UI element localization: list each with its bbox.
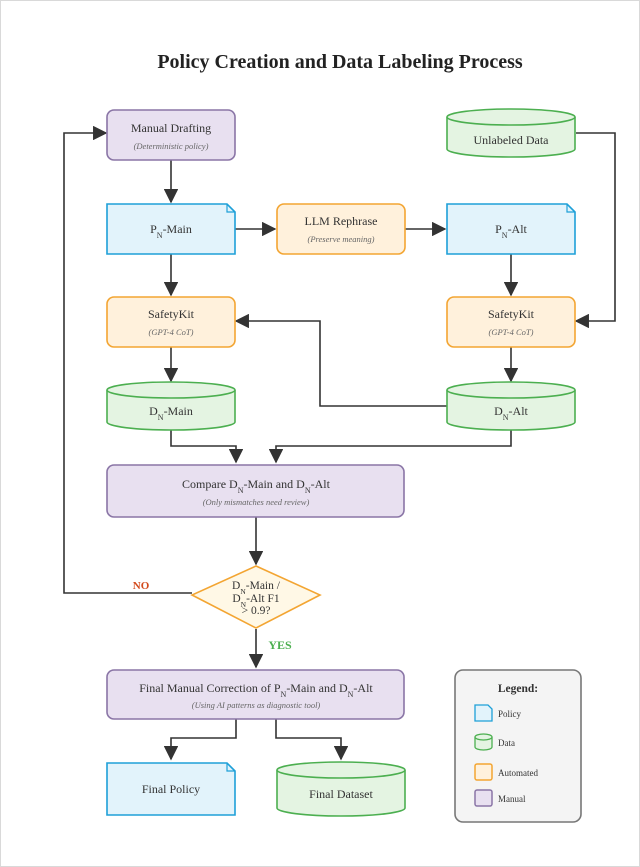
legend-data-label: Data [498, 738, 515, 748]
pn-alt-label: PN-Alt [495, 222, 527, 240]
unlabeled-data-node: Unlabeled Data [446, 108, 576, 158]
dn-main-node: DN-Main [106, 381, 236, 431]
manual-drafting-sub: (Deterministic policy) [134, 141, 209, 151]
policy-icon [474, 704, 493, 722]
legend-item-automated: Automated [474, 763, 538, 781]
manual-drafting-node: Manual Drafting (Deterministic policy) [106, 109, 236, 161]
llm-rephrase-sub: (Preserve meaning) [308, 234, 375, 244]
edge-unlabeled-to-safetykit-right [574, 132, 616, 329]
final-correction-sub: (Using AI patterns as diagnostic tool) [192, 700, 321, 710]
final-correction-node: Final Manual Correction of PN-Main and D… [106, 669, 405, 720]
pn-alt-node: PN-Alt [446, 203, 576, 255]
final-dataset-label: Final Dataset [309, 787, 373, 801]
safetykit-right-node: SafetyKit (GPT-4 CoT) [446, 296, 576, 348]
final-dataset-node: Final Dataset [276, 761, 406, 817]
manual-drafting-label: Manual Drafting [131, 121, 211, 135]
safetykit-left-label: SafetyKit [148, 307, 195, 321]
legend-item-policy: Policy [474, 704, 522, 722]
edge-correction-to-policy [163, 719, 237, 761]
legend-title: Legend: [498, 683, 538, 695]
compare-sub: (Only mismatches need review) [203, 497, 310, 507]
legend-item-data: Data [474, 733, 515, 751]
legend-item-manual: Manual [474, 789, 526, 807]
decision-line1: DN-Main / [232, 580, 281, 596]
llm-rephrase-label: LLM Rephrase [305, 214, 378, 228]
edge-no-loop [63, 125, 192, 594]
decision-node: DN-Main / DN-Alt F1 > 0.9? [190, 565, 322, 629]
edges [63, 125, 616, 761]
decision-line3: > 0.9? [242, 605, 271, 617]
legend: Legend: Policy Data Automated Manual [454, 669, 582, 823]
pn-main-label: PN-Main [150, 222, 192, 240]
edge-dnalt-to-compare [268, 430, 512, 464]
dn-alt-node: DN-Alt [446, 381, 576, 431]
decision-line2: DN-Alt F1 [232, 593, 280, 609]
legend-policy-label: Policy [498, 709, 522, 719]
automated-icon [474, 763, 493, 781]
edge-correction-to-dataset [275, 719, 349, 761]
pn-main-node: PN-Main [106, 203, 236, 255]
final-policy-node: Final Policy [106, 762, 236, 816]
compare-label: Compare DN-Main and DN-Alt [182, 477, 331, 495]
edge-dnmain-to-compare [170, 430, 244, 464]
safetykit-left-node: SafetyKit (GPT-4 CoT) [106, 296, 236, 348]
safetykit-right-sub: (GPT-4 CoT) [489, 327, 534, 337]
safetykit-left-sub: (GPT-4 CoT) [149, 327, 194, 337]
dn-alt-label: DN-Alt [494, 404, 528, 422]
safetykit-right-label: SafetyKit [488, 307, 535, 321]
edge-dnalt-to-safetykit-left [234, 313, 447, 407]
diagram-title: Policy Creation and Data Labeling Proces… [157, 51, 523, 73]
legend-automated-label: Automated [498, 768, 538, 778]
dn-main-label: DN-Main [149, 404, 193, 422]
compare-node: Compare DN-Main and DN-Alt (Only mismatc… [106, 464, 405, 518]
final-policy-label: Final Policy [142, 782, 200, 796]
legend-manual-label: Manual [498, 794, 526, 804]
unlabeled-data-label: Unlabeled Data [474, 133, 550, 147]
no-label: NO [133, 580, 150, 592]
llm-rephrase-node: LLM Rephrase (Preserve meaning) [276, 203, 406, 255]
yes-label: YES [268, 638, 292, 652]
final-correction-label: Final Manual Correction of PN-Main and D… [139, 681, 373, 699]
manual-icon [474, 789, 493, 807]
